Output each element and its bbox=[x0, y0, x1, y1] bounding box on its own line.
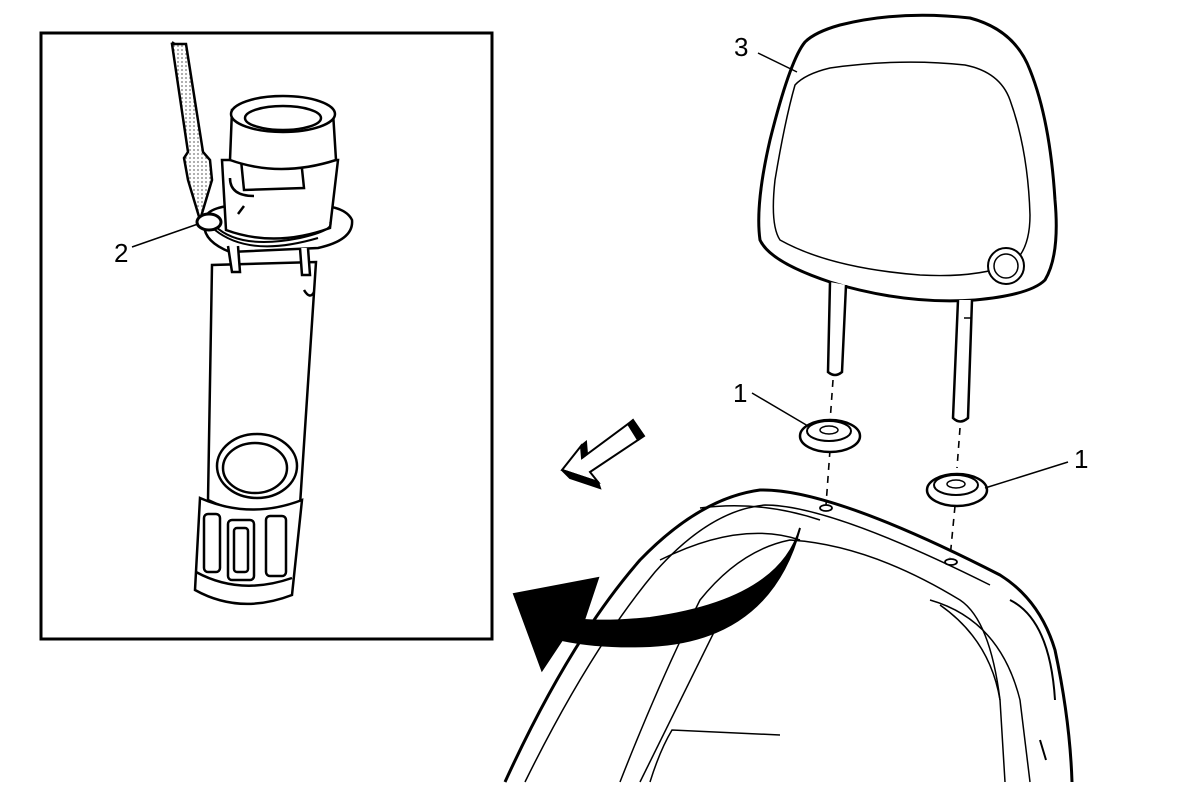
screwdriver bbox=[170, 41, 214, 225]
headrest-post-right bbox=[951, 299, 974, 423]
seatback bbox=[503, 488, 1074, 783]
guide-sleeve bbox=[193, 94, 354, 606]
callout-1-left: 1 bbox=[733, 378, 747, 408]
callout-1-right: 1 bbox=[1074, 444, 1088, 474]
forward-direction-arrow-icon bbox=[560, 418, 646, 490]
grommet-right bbox=[925, 472, 989, 508]
callout-2: 2 bbox=[114, 238, 128, 268]
curved-rotate-arrow-icon bbox=[512, 527, 801, 673]
release-clip bbox=[195, 212, 223, 232]
callout-3: 3 bbox=[734, 32, 748, 62]
headrest bbox=[757, 13, 1058, 423]
headrest-post-left bbox=[826, 281, 848, 377]
headrest-cushion bbox=[757, 13, 1058, 303]
alignment-lines bbox=[825, 379, 961, 559]
grommet-left bbox=[798, 418, 862, 454]
inset-detail: 2 bbox=[39, 31, 494, 641]
